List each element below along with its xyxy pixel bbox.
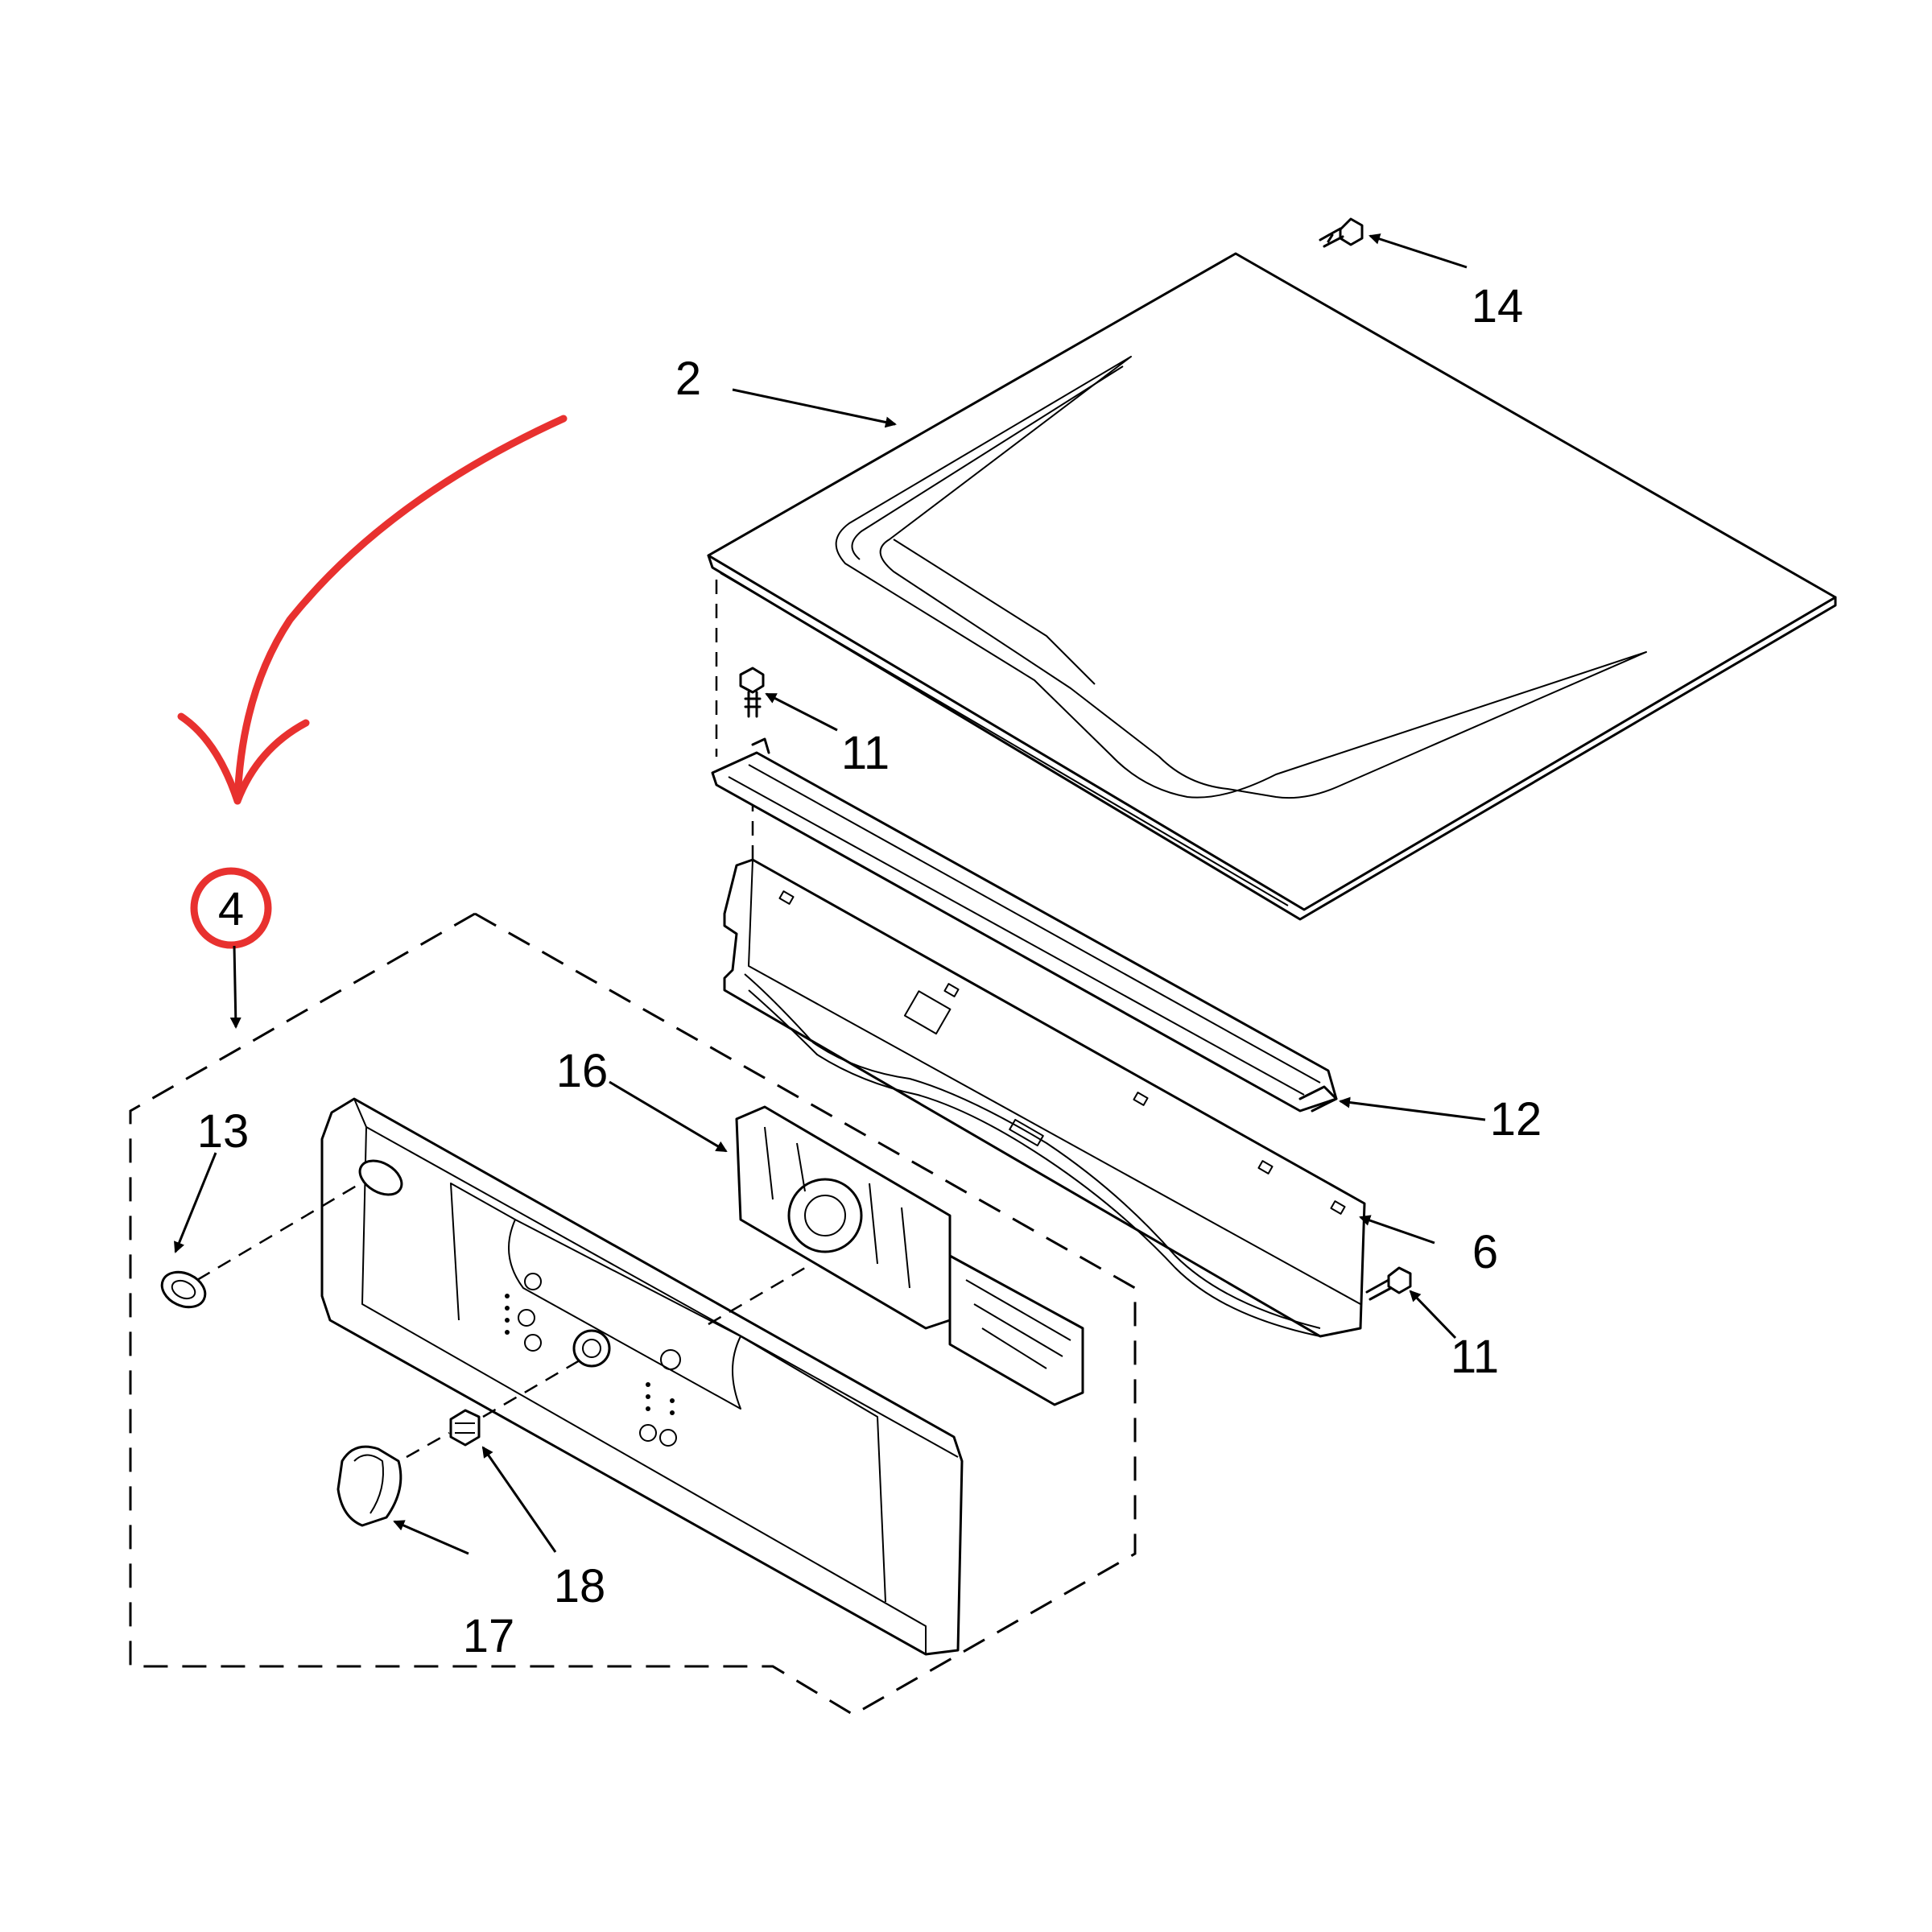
control-panel-frame [723, 858, 1366, 1338]
callout-16: 16 [556, 1045, 609, 1097]
connection-line [708, 1266, 806, 1326]
highlight-circle [190, 867, 272, 949]
console-assembly-boundary [129, 912, 1137, 1716]
leader-line [1339, 1096, 1486, 1121]
callout-6: 6 [1472, 1226, 1498, 1278]
screw-14 [1319, 217, 1364, 248]
leader-line [1409, 1290, 1457, 1340]
callout-2: 2 [675, 353, 701, 405]
leader-line [609, 1080, 728, 1153]
leader-line [393, 1520, 469, 1555]
callout-12: 12 [1490, 1093, 1542, 1146]
badge-part [160, 1270, 207, 1309]
leader-line [1368, 233, 1468, 269]
leader-line [229, 945, 242, 1029]
leader-line [1359, 1215, 1435, 1245]
connection-line [406, 1431, 450, 1459]
knob-part [336, 1445, 402, 1527]
callout-13: 13 [197, 1105, 250, 1158]
callout-4: 4 [218, 883, 244, 935]
leader-line [174, 1152, 217, 1253]
red-arrowhead [177, 712, 310, 805]
top-cover-part [707, 252, 1837, 921]
callout-18: 18 [554, 1560, 606, 1612]
leader-line [481, 1446, 557, 1553]
callout-11-lower: 11 [1451, 1331, 1499, 1383]
screw-11-lower [1365, 1266, 1412, 1301]
leader-line [732, 388, 897, 428]
red-curved-arrow [233, 415, 568, 805]
connection-line [196, 1182, 361, 1282]
leader-line [765, 692, 838, 732]
callout-17: 17 [463, 1610, 515, 1662]
bracket-part [711, 737, 1338, 1113]
knob-insert-part [449, 1409, 481, 1447]
callout-11-upper: 11 [841, 727, 890, 779]
callout-14: 14 [1472, 280, 1524, 332]
connection-line [482, 1359, 580, 1418]
screw-11-upper [739, 667, 765, 718]
console-panel [320, 1097, 964, 1656]
electronic-control-part [735, 1105, 1084, 1406]
